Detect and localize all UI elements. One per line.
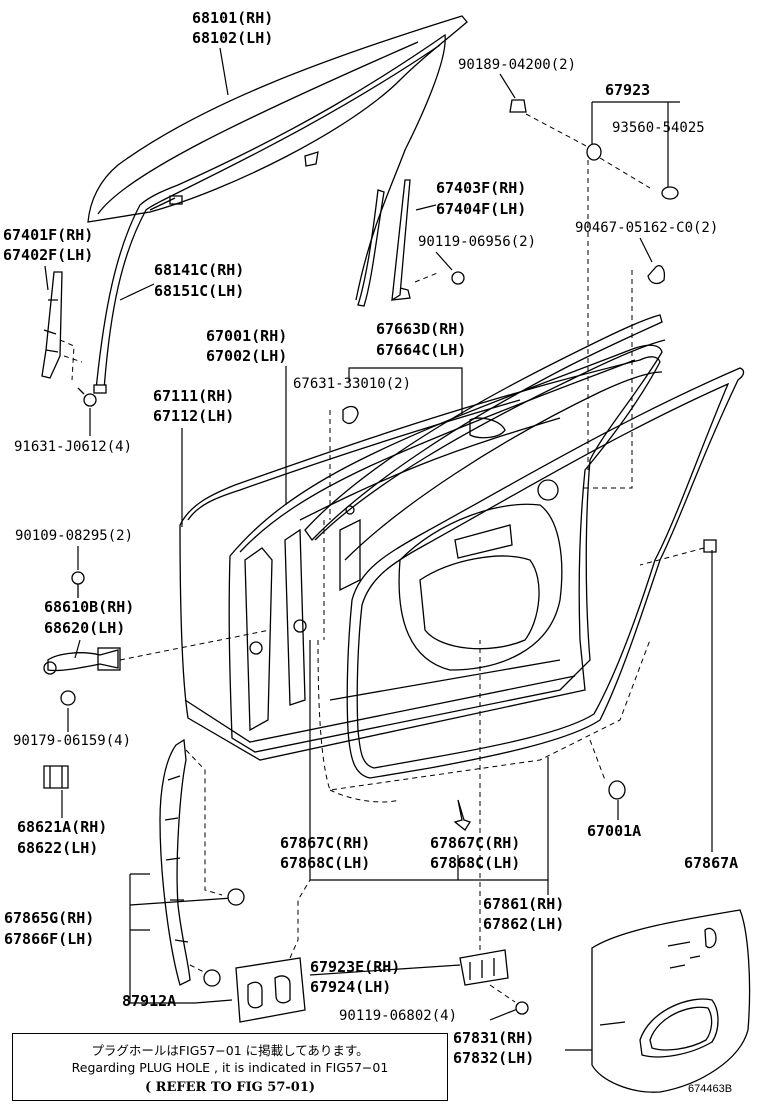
label-67631: 67631-33010(2) <box>293 376 411 392</box>
screw-93560 <box>661 186 679 200</box>
note-line-japanese: プラグホールはFIG57−01 に掲載してあります。 <box>91 1043 369 1058</box>
rear-channel <box>357 179 465 307</box>
top-right-fasteners <box>509 99 679 489</box>
label-68620: 68620(LH) <box>44 619 125 637</box>
label-67861: 67861(RH) <box>483 895 564 913</box>
inner-dashed-outline <box>317 639 651 803</box>
bracket-67923e <box>453 640 529 1015</box>
bolt-90119-06956 <box>451 271 465 285</box>
clip-90467 <box>647 265 666 285</box>
label-87912a: 87912A <box>122 992 176 1010</box>
label-90467: 90467-05162-C0(2) <box>575 220 718 236</box>
label-67664c: 67664C(LH) <box>376 341 466 359</box>
label-67831: 67831(RH) <box>453 1029 534 1047</box>
door-outer-panel <box>179 356 661 761</box>
label-67112: 67112(LH) <box>153 407 234 425</box>
label-67867a: 67867A <box>684 854 738 872</box>
window-frame-moulding <box>304 314 666 561</box>
label-90119-06956: 90119-06956(2) <box>418 234 536 250</box>
label-67868c-right: 67868C(LH) <box>430 854 520 872</box>
label-67663d: 67663D(RH) <box>376 320 466 338</box>
label-68622: 68622(LH) <box>17 839 98 857</box>
label-67868c-left: 67868C(LH) <box>280 854 370 872</box>
door-inner-frame <box>228 344 663 753</box>
clip-90189 <box>509 99 527 113</box>
glass-run-channel <box>93 33 446 394</box>
plug-hole-note: プラグホールはFIG57−01 に掲載してあります。 Regarding PLU… <box>12 1033 448 1101</box>
figure-id: 674463B <box>688 1083 733 1095</box>
label-67404f: 67404F(LH) <box>436 200 526 218</box>
label-67001: 67001(RH) <box>206 327 287 345</box>
label-67923e: 67923E(RH) <box>310 958 400 976</box>
label-67923: 67923 <box>605 81 650 99</box>
bolt-90119-06802 <box>515 1001 529 1015</box>
door-check <box>43 571 271 789</box>
label-67403f: 67403F(RH) <box>436 179 526 197</box>
grommet-67923 <box>586 143 602 161</box>
note-line-refer: ( REFER TO FIG 57-01) <box>144 1080 316 1095</box>
label-67862: 67862(LH) <box>483 915 564 933</box>
screw-91631 <box>83 393 97 407</box>
bolt-90109 <box>71 571 85 585</box>
bolt-90179 <box>60 690 76 706</box>
clip-67631 <box>323 405 359 640</box>
label-67002: 67002(LH) <box>206 347 287 365</box>
door-glass <box>87 15 468 223</box>
label-67867c-left: 67867C(RH) <box>280 834 370 852</box>
label-90189: 90189-04200(2) <box>458 57 576 73</box>
front-division-bar <box>41 271 97 407</box>
label-68151c: 68151C(LH) <box>154 282 244 300</box>
clip-67865g-upper <box>227 888 245 906</box>
door-weatherstrip <box>346 367 745 779</box>
label-68610b: 68610B(RH) <box>44 598 134 616</box>
label-67866f: 67866F(LH) <box>4 930 94 948</box>
pad-87912a <box>235 879 311 1023</box>
clip-67001a <box>589 739 626 800</box>
leader-lines <box>44 47 713 1051</box>
label-67402f: 67402F(LH) <box>3 246 93 264</box>
label-67832: 67832(LH) <box>453 1049 534 1067</box>
label-67001a: 67001A <box>587 822 641 840</box>
label-68141c: 68141C(RH) <box>154 261 244 279</box>
label-67401f: 67401F(RH) <box>3 226 93 244</box>
service-hole-cover <box>591 909 751 1093</box>
label-93560: 93560-54025 <box>612 120 705 136</box>
label-91631: 91631-J0612(4) <box>14 439 132 455</box>
label-67924: 67924(LH) <box>310 978 391 996</box>
label-67111: 67111(RH) <box>153 387 234 405</box>
check-cover-68621a <box>43 765 69 789</box>
label-90109: 90109-08295(2) <box>15 528 133 544</box>
label-68102: 68102(LH) <box>192 29 273 47</box>
clip-67867a <box>639 539 717 566</box>
label-90119-06802: 90119-06802(4) <box>339 1008 457 1024</box>
label-68621a: 68621A(RH) <box>17 818 107 836</box>
callout-labels: 68101(RH) 68102(LH) 90189-04200(2) 67923… <box>3 9 738 1067</box>
label-90179: 90179-06159(4) <box>13 733 131 749</box>
clip-67865g-lower <box>203 969 221 987</box>
label-68101: 68101(RH) <box>192 9 273 27</box>
lower-moulding <box>159 738 245 987</box>
label-67867c-right: 67867C(RH) <box>430 834 520 852</box>
note-line-english: Regarding PLUG HOLE , it is indicated in… <box>71 1060 389 1075</box>
label-67865g: 67865G(RH) <box>4 909 94 927</box>
